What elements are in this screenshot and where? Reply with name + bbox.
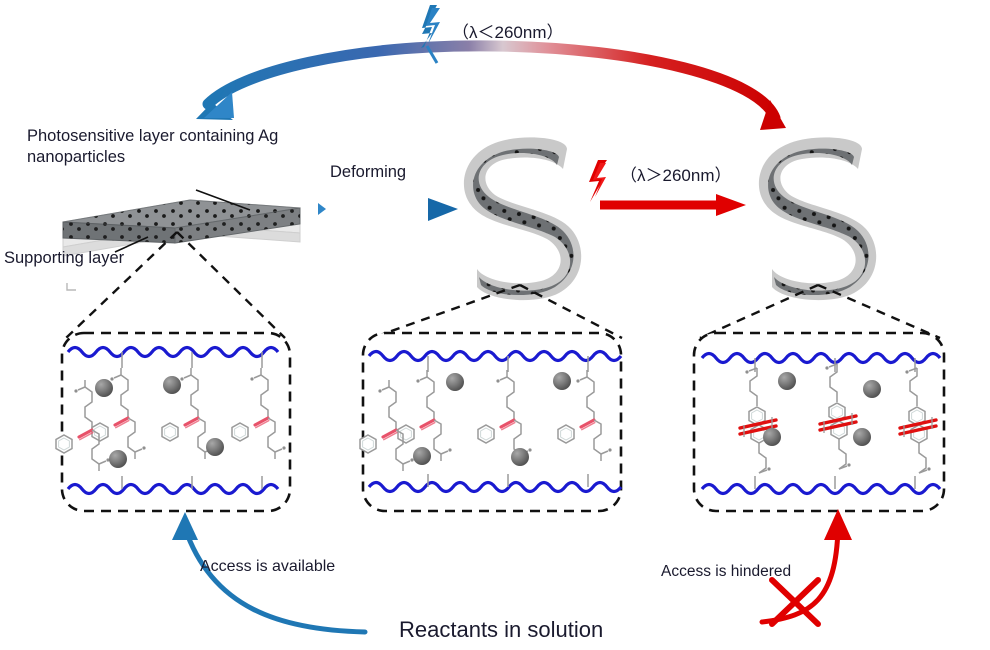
access-available-label: Access is available (200, 558, 336, 575)
access-hindered-label: Access is hindered (661, 563, 792, 580)
access-available-arrow (172, 512, 368, 635)
supporting-layer-label: Supporting layer (4, 249, 125, 267)
inset-box-stage1 (54, 331, 292, 513)
deforming-label: Deforming (330, 163, 407, 181)
callout-leaders-stage2 (371, 283, 623, 340)
photosensitive-layer-label: Photosensitive layer containing Ag nanop… (27, 127, 279, 166)
reactants-label: Reactants in solution (399, 617, 604, 642)
deformed-s-shape (463, 137, 582, 301)
cross-mark-icon (769, 577, 821, 627)
recovery-arc-arrow (196, 40, 786, 130)
flat-film-slab (62, 189, 301, 291)
lightning-bolt-icon-red (589, 160, 607, 202)
lightning-bolt-icon-blue (421, 5, 440, 64)
ag-nanoparticle (95, 379, 113, 397)
inset-box-stage2 (358, 331, 623, 513)
wavelength-short-label: （λ＜260nm） (452, 23, 564, 42)
callout-leaders-stage3 (699, 283, 941, 340)
deforming-arrow (318, 198, 458, 221)
inset-box-stage3 (692, 331, 946, 513)
crosslink-arrow (600, 194, 746, 216)
crosslinked-s-shape (758, 137, 877, 301)
wavelength-long-label: （λ＞260nm） (620, 166, 732, 185)
